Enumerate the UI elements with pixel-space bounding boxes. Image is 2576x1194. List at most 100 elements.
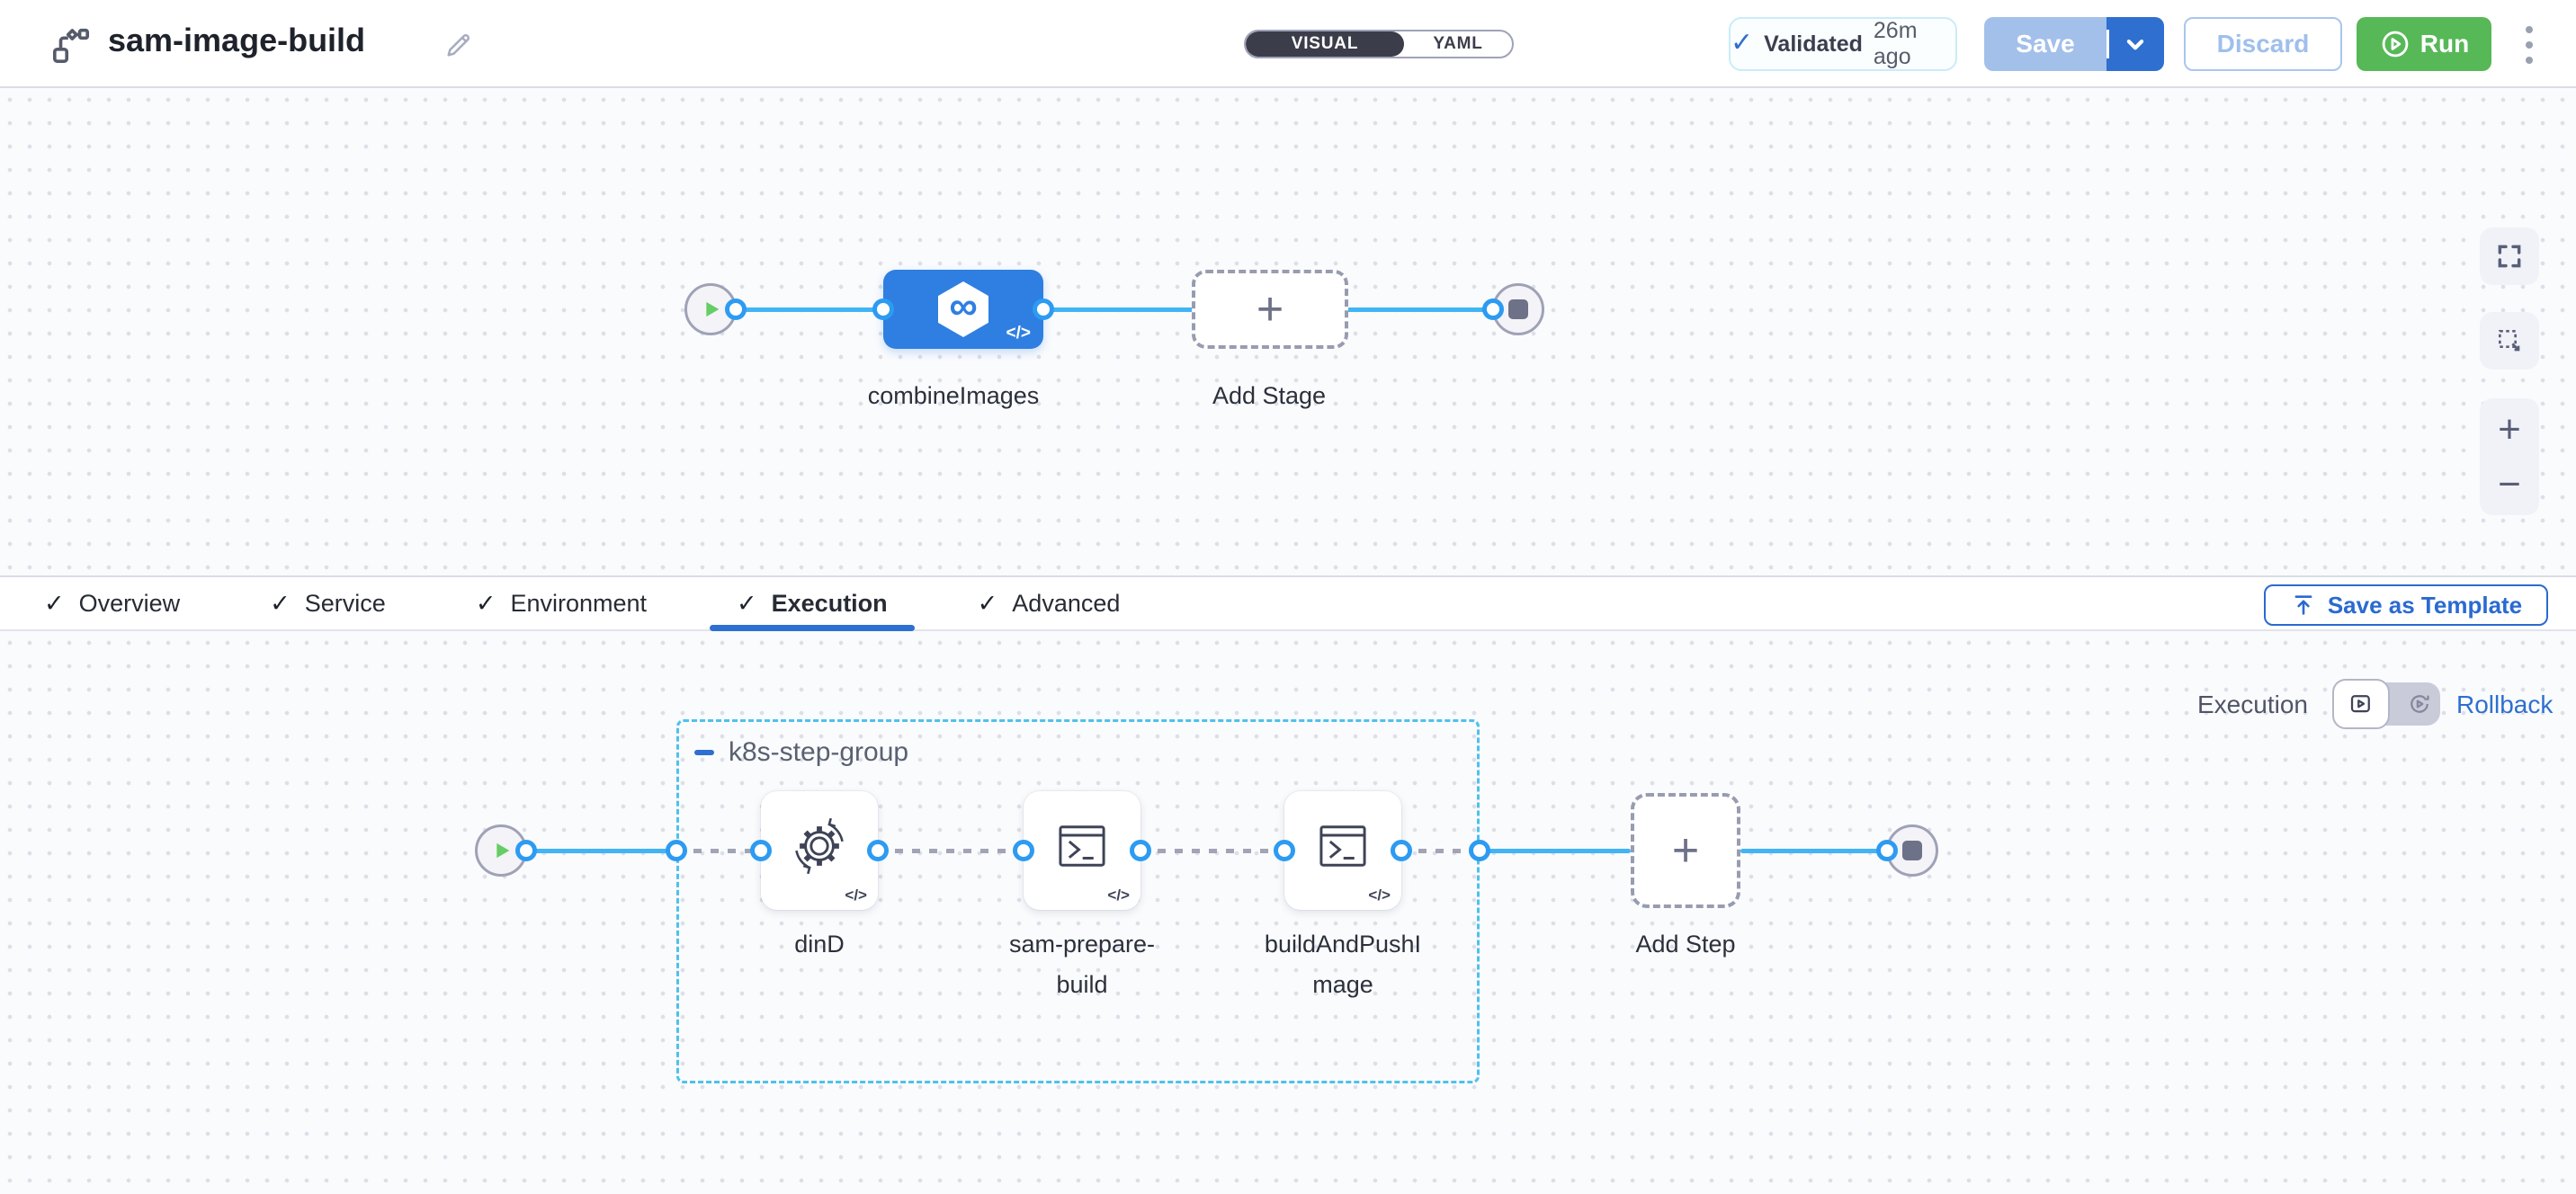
connector-line-dashed (878, 849, 1024, 853)
start-play-icon (496, 842, 510, 859)
connector-line (1480, 849, 1631, 853)
discard-button[interactable]: Discard (2184, 17, 2342, 71)
connector-port (725, 298, 747, 320)
collapse-group-button[interactable] (691, 739, 718, 766)
fit-to-screen-button[interactable] (2480, 227, 2539, 285)
add-step-label: Add Step (1635, 931, 1736, 958)
tab-environment[interactable]: ✓ Environment (476, 577, 647, 629)
tab-advanced[interactable]: ✓ Advanced (978, 577, 1121, 629)
tabs: ✓ Overview ✓ Service ✓ Environment ✓ Exe… (44, 577, 1121, 631)
run-button[interactable]: Run (2357, 17, 2491, 71)
tab-service[interactable]: ✓ Service (270, 577, 386, 629)
validation-status-badge[interactable]: ✓ Validated 26m ago (1729, 17, 1957, 71)
zoom-out-button[interactable]: − (2498, 462, 2521, 506)
run-step-icon (1319, 824, 1366, 867)
save-button[interactable]: Save (1984, 17, 2106, 71)
step-label: buildAndPushImage (1264, 931, 1422, 998)
visual-toggle[interactable]: VISUAL (1246, 31, 1404, 57)
step-card-sam-prepare-build[interactable]: </> (1024, 791, 1140, 910)
connector-port (1274, 840, 1295, 861)
switch-thumb-execution (2332, 679, 2390, 729)
stop-icon (1508, 299, 1528, 319)
connector-port (1482, 298, 1504, 320)
connector-port (872, 298, 894, 320)
execution-rollback-switch[interactable] (2332, 679, 2440, 729)
add-stage-button[interactable]: + (1192, 270, 1348, 349)
connector-port (1469, 840, 1490, 861)
view-mode-toggle: VISUAL YAML (1244, 30, 1514, 58)
save-options-button[interactable] (2106, 17, 2164, 71)
step-card-buildandpushimage[interactable]: </> (1284, 791, 1401, 910)
connector-port (1391, 840, 1412, 861)
stage-card-combineimages[interactable]: ∞ </> (883, 270, 1043, 349)
step-card-dind[interactable]: </> (761, 791, 878, 910)
validated-label: Validated (1764, 31, 1863, 57)
pipeline-icon (52, 28, 90, 64)
tab-overview[interactable]: ✓ Overview (44, 577, 180, 629)
plus-icon: + (1671, 824, 1700, 877)
tab-execution[interactable]: ✓ Execution (710, 577, 915, 631)
docker-in-docker-icon (795, 817, 844, 874)
rollback-toggle-icon (2406, 691, 2433, 722)
run-label: Run (2419, 30, 2470, 58)
step-label: dinD (794, 931, 845, 958)
add-step-button[interactable]: + (1631, 793, 1740, 908)
connector-line-dashed (676, 849, 761, 853)
start-play-icon (706, 301, 720, 317)
step-group-k8s[interactable] (676, 719, 1480, 1083)
header: sam-image-build VISUAL YAML ✓ Validated … (0, 0, 2576, 88)
connector-port (1013, 840, 1034, 861)
step-label: sam-prepare-build (1008, 931, 1156, 998)
zoom-control: + − (2480, 398, 2539, 515)
code-icon: </> (1107, 887, 1130, 904)
tab-label: Environment (510, 589, 648, 617)
connector-port (867, 840, 889, 861)
rollback-link[interactable]: Rollback (2456, 691, 2554, 718)
connector-port (515, 840, 537, 861)
plus-icon: + (1256, 283, 1284, 335)
stage-label: combineImages (867, 382, 1040, 409)
connector-port (1130, 840, 1151, 861)
code-icon: </> (1368, 887, 1391, 904)
yaml-toggle[interactable]: YAML (1433, 34, 1483, 53)
tab-check-icon: ✓ (44, 589, 65, 617)
connector-port (750, 840, 772, 861)
connector-line (1042, 307, 1196, 312)
connector-port (666, 840, 687, 861)
connector-line-dashed (1401, 849, 1480, 853)
config-tabbar: ✓ Overview ✓ Service ✓ Environment ✓ Exe… (0, 575, 2576, 631)
active-tab-underline (710, 625, 915, 631)
connector-port (1876, 840, 1898, 861)
more-options-button[interactable] (2511, 20, 2547, 70)
tab-check-icon: ✓ (737, 589, 757, 617)
edit-title-icon[interactable] (443, 29, 475, 61)
multi-select-button[interactable] (2480, 312, 2539, 370)
code-icon: </> (845, 887, 867, 904)
save-as-template-label: Save as Template (2327, 591, 2523, 619)
connector-line (1346, 307, 1498, 312)
zoom-in-button[interactable]: + (2498, 406, 2521, 451)
connector-line (1740, 849, 1887, 853)
execution-play-icon (2350, 695, 2370, 713)
tab-check-icon: ✓ (977, 589, 998, 617)
tab-label: Execution (771, 589, 888, 617)
code-icon: </> (1006, 324, 1031, 343)
selection-icon (2499, 330, 2520, 352)
execution-canvas (0, 631, 2576, 1194)
validated-check-icon: ✓ (1731, 28, 1754, 58)
validated-time: 26m ago (1873, 18, 1918, 69)
connector-line (526, 849, 676, 853)
connector-line (736, 307, 887, 312)
connector-port (1033, 298, 1054, 320)
chevron-down-icon (2126, 40, 2144, 50)
execution-mode-label: Execution (2197, 691, 2308, 718)
tab-check-icon: ✓ (475, 589, 496, 617)
step-group-label: k8s-step-group (729, 737, 909, 767)
page-title: sam-image-build (108, 22, 366, 58)
tab-label: Service (304, 589, 386, 617)
upload-icon (2294, 595, 2312, 615)
stop-icon (1902, 841, 1922, 860)
minus-icon (694, 750, 714, 755)
save-as-template-button[interactable]: Save as Template (2264, 584, 2548, 626)
